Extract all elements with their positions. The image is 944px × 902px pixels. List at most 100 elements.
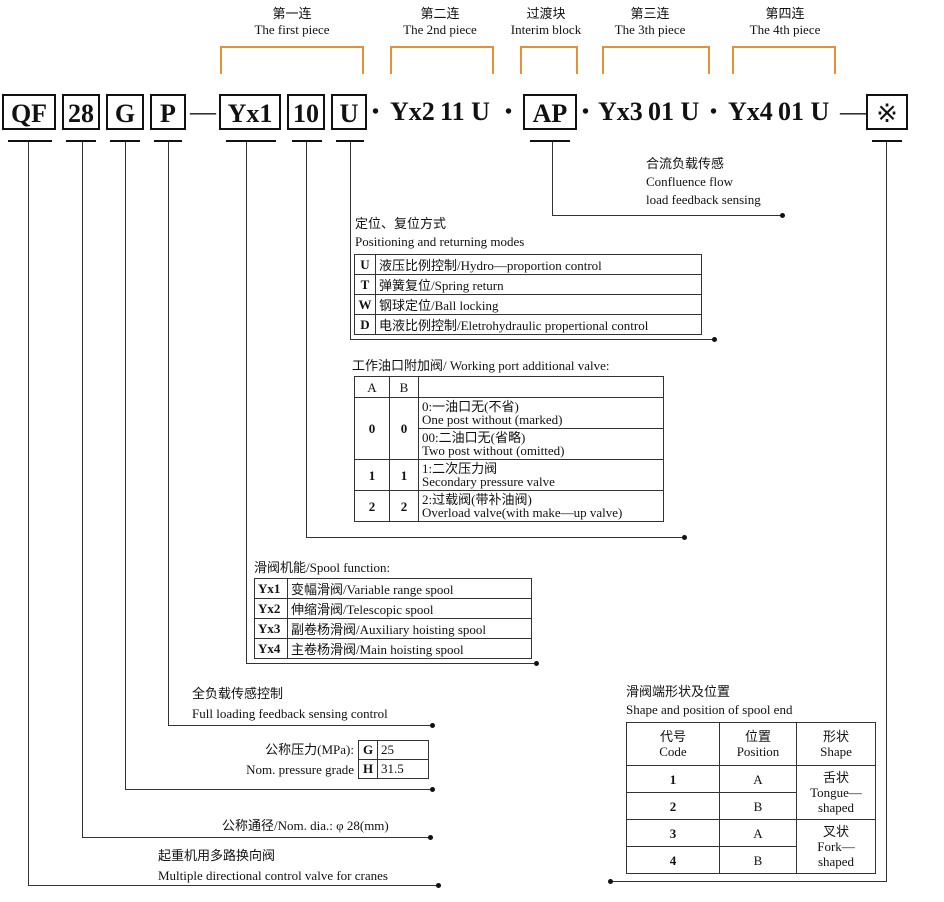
- code-u1: U: [331, 94, 367, 130]
- underline: [530, 140, 570, 142]
- code-ap: AP: [523, 94, 577, 130]
- table-cell: B: [719, 846, 797, 874]
- table-cell: 电液比例控制/Eletrohydraulic propertional cont…: [375, 314, 702, 335]
- table-cell: 弹簧复位/Spring return: [375, 274, 702, 295]
- cell-line: 2:过载阀(带补油阀): [422, 492, 532, 507]
- table-header-cell: B: [389, 376, 419, 398]
- leader-line: [350, 339, 714, 340]
- header-cn: 第一连: [272, 6, 312, 21]
- confluence-en-line2: load feedback sensing: [646, 192, 761, 207]
- dash-1: —: [190, 97, 216, 126]
- header-cn: 第二连: [420, 6, 460, 21]
- header-en: The 4th piece: [749, 22, 821, 37]
- header-en: The 3th piece: [614, 22, 686, 37]
- table-cell: A: [719, 819, 797, 847]
- code-piece3-spool: Yx3: [598, 97, 643, 126]
- header-cn: 位置: [744, 729, 771, 744]
- bracket-fourth-piece: [732, 46, 836, 74]
- table-cell: 3: [626, 819, 720, 847]
- table-cell: 钢球定位/Ball locking: [375, 294, 702, 315]
- leader-line: [306, 537, 684, 538]
- header-en: Interim block: [510, 22, 582, 37]
- code-piece2-tail: 11 U: [440, 97, 490, 126]
- leader-line: [168, 142, 169, 726]
- header-en: Shape: [820, 744, 852, 759]
- underline: [872, 140, 902, 142]
- header-third-piece: 第三连 The 3th piece: [595, 6, 705, 38]
- table-cell: D: [354, 314, 376, 335]
- table-cell: W: [354, 294, 376, 315]
- bracket-first-piece: [220, 46, 364, 74]
- leader-dot: [608, 879, 613, 884]
- shape-cn: 舌状: [822, 770, 849, 785]
- dash-2: —: [840, 97, 866, 126]
- table-cell: Yx3: [254, 618, 288, 639]
- table-cell: 0:一油口无(不省)One post without (marked): [418, 397, 664, 429]
- header-en: Code: [659, 744, 687, 759]
- table-cell: 变幅滑阀/Variable range spool: [287, 578, 532, 599]
- table-cell: 1: [389, 459, 419, 491]
- cell-line: 00:二油口无(省略): [422, 430, 526, 445]
- leader-line: [552, 215, 782, 216]
- table-cell: 主卷杨滑阀/Main hoisting spool: [287, 638, 532, 659]
- header-en: Position: [736, 744, 780, 759]
- pressure-cn: 公称压力(MPa):: [265, 742, 354, 757]
- table-cell: 2: [389, 490, 419, 522]
- confluence-en-line1: Confluence flow: [646, 174, 734, 189]
- header-interim-block: 过渡块 Interim block: [500, 6, 592, 38]
- bracket-second-piece: [390, 46, 494, 74]
- table-cell: 液压比例控制/Hydro—proportion control: [375, 254, 702, 275]
- code-load: P: [150, 94, 186, 130]
- table-cell: 25: [377, 740, 429, 760]
- leader-dot: [430, 723, 435, 728]
- leader-dot: [430, 787, 435, 792]
- leader-dot: [780, 213, 785, 218]
- underline: [154, 140, 182, 142]
- table-header-cell: [418, 376, 664, 398]
- table-cell: 2:过载阀(带补油阀)Overload valve(with make—up v…: [418, 490, 664, 522]
- underline: [8, 140, 52, 142]
- code-grade: G: [106, 94, 144, 130]
- leader-line: [125, 142, 126, 790]
- table-cell: A: [719, 765, 797, 793]
- leader-line: [246, 663, 536, 664]
- valve-cn: 起重机用多路换向阀: [158, 848, 276, 863]
- header-cn: 过渡块: [526, 6, 566, 21]
- shape-title: 滑阀端形状及位置 Shape and position of spool end: [626, 684, 792, 718]
- shape-en: shaped: [817, 800, 855, 815]
- leader-dot: [534, 661, 539, 666]
- table-cell: 1: [354, 459, 390, 491]
- table-cell: G: [358, 740, 378, 760]
- underline: [336, 140, 364, 142]
- table-cell: 4: [626, 846, 720, 874]
- table-row: 0 0 0:一油口无(不省)One post without (marked): [354, 397, 664, 460]
- leader-line: [28, 885, 438, 886]
- leader-line: [246, 142, 247, 664]
- shape-cn: 叉状: [822, 824, 849, 839]
- bracket-third-piece: [602, 46, 710, 74]
- separator-dot: •: [582, 101, 590, 123]
- table-row: 2 2 2:过载阀(带补油阀)Overload valve(with make—…: [354, 490, 664, 522]
- header-first-piece: 第一连 The first piece: [222, 6, 362, 38]
- full-load-en: Full loading feedback sensing control: [192, 706, 388, 721]
- positioning-title: 定位、复位方式 Positioning and returning modes: [355, 216, 524, 250]
- header-cn: 形状: [822, 729, 849, 744]
- code-piece2-spool: Yx2: [390, 97, 435, 126]
- positioning-en: Positioning and returning modes: [355, 234, 525, 249]
- underline: [292, 140, 322, 142]
- bracket-interim-block: [520, 46, 578, 74]
- positioning-cn: 定位、复位方式: [355, 216, 447, 231]
